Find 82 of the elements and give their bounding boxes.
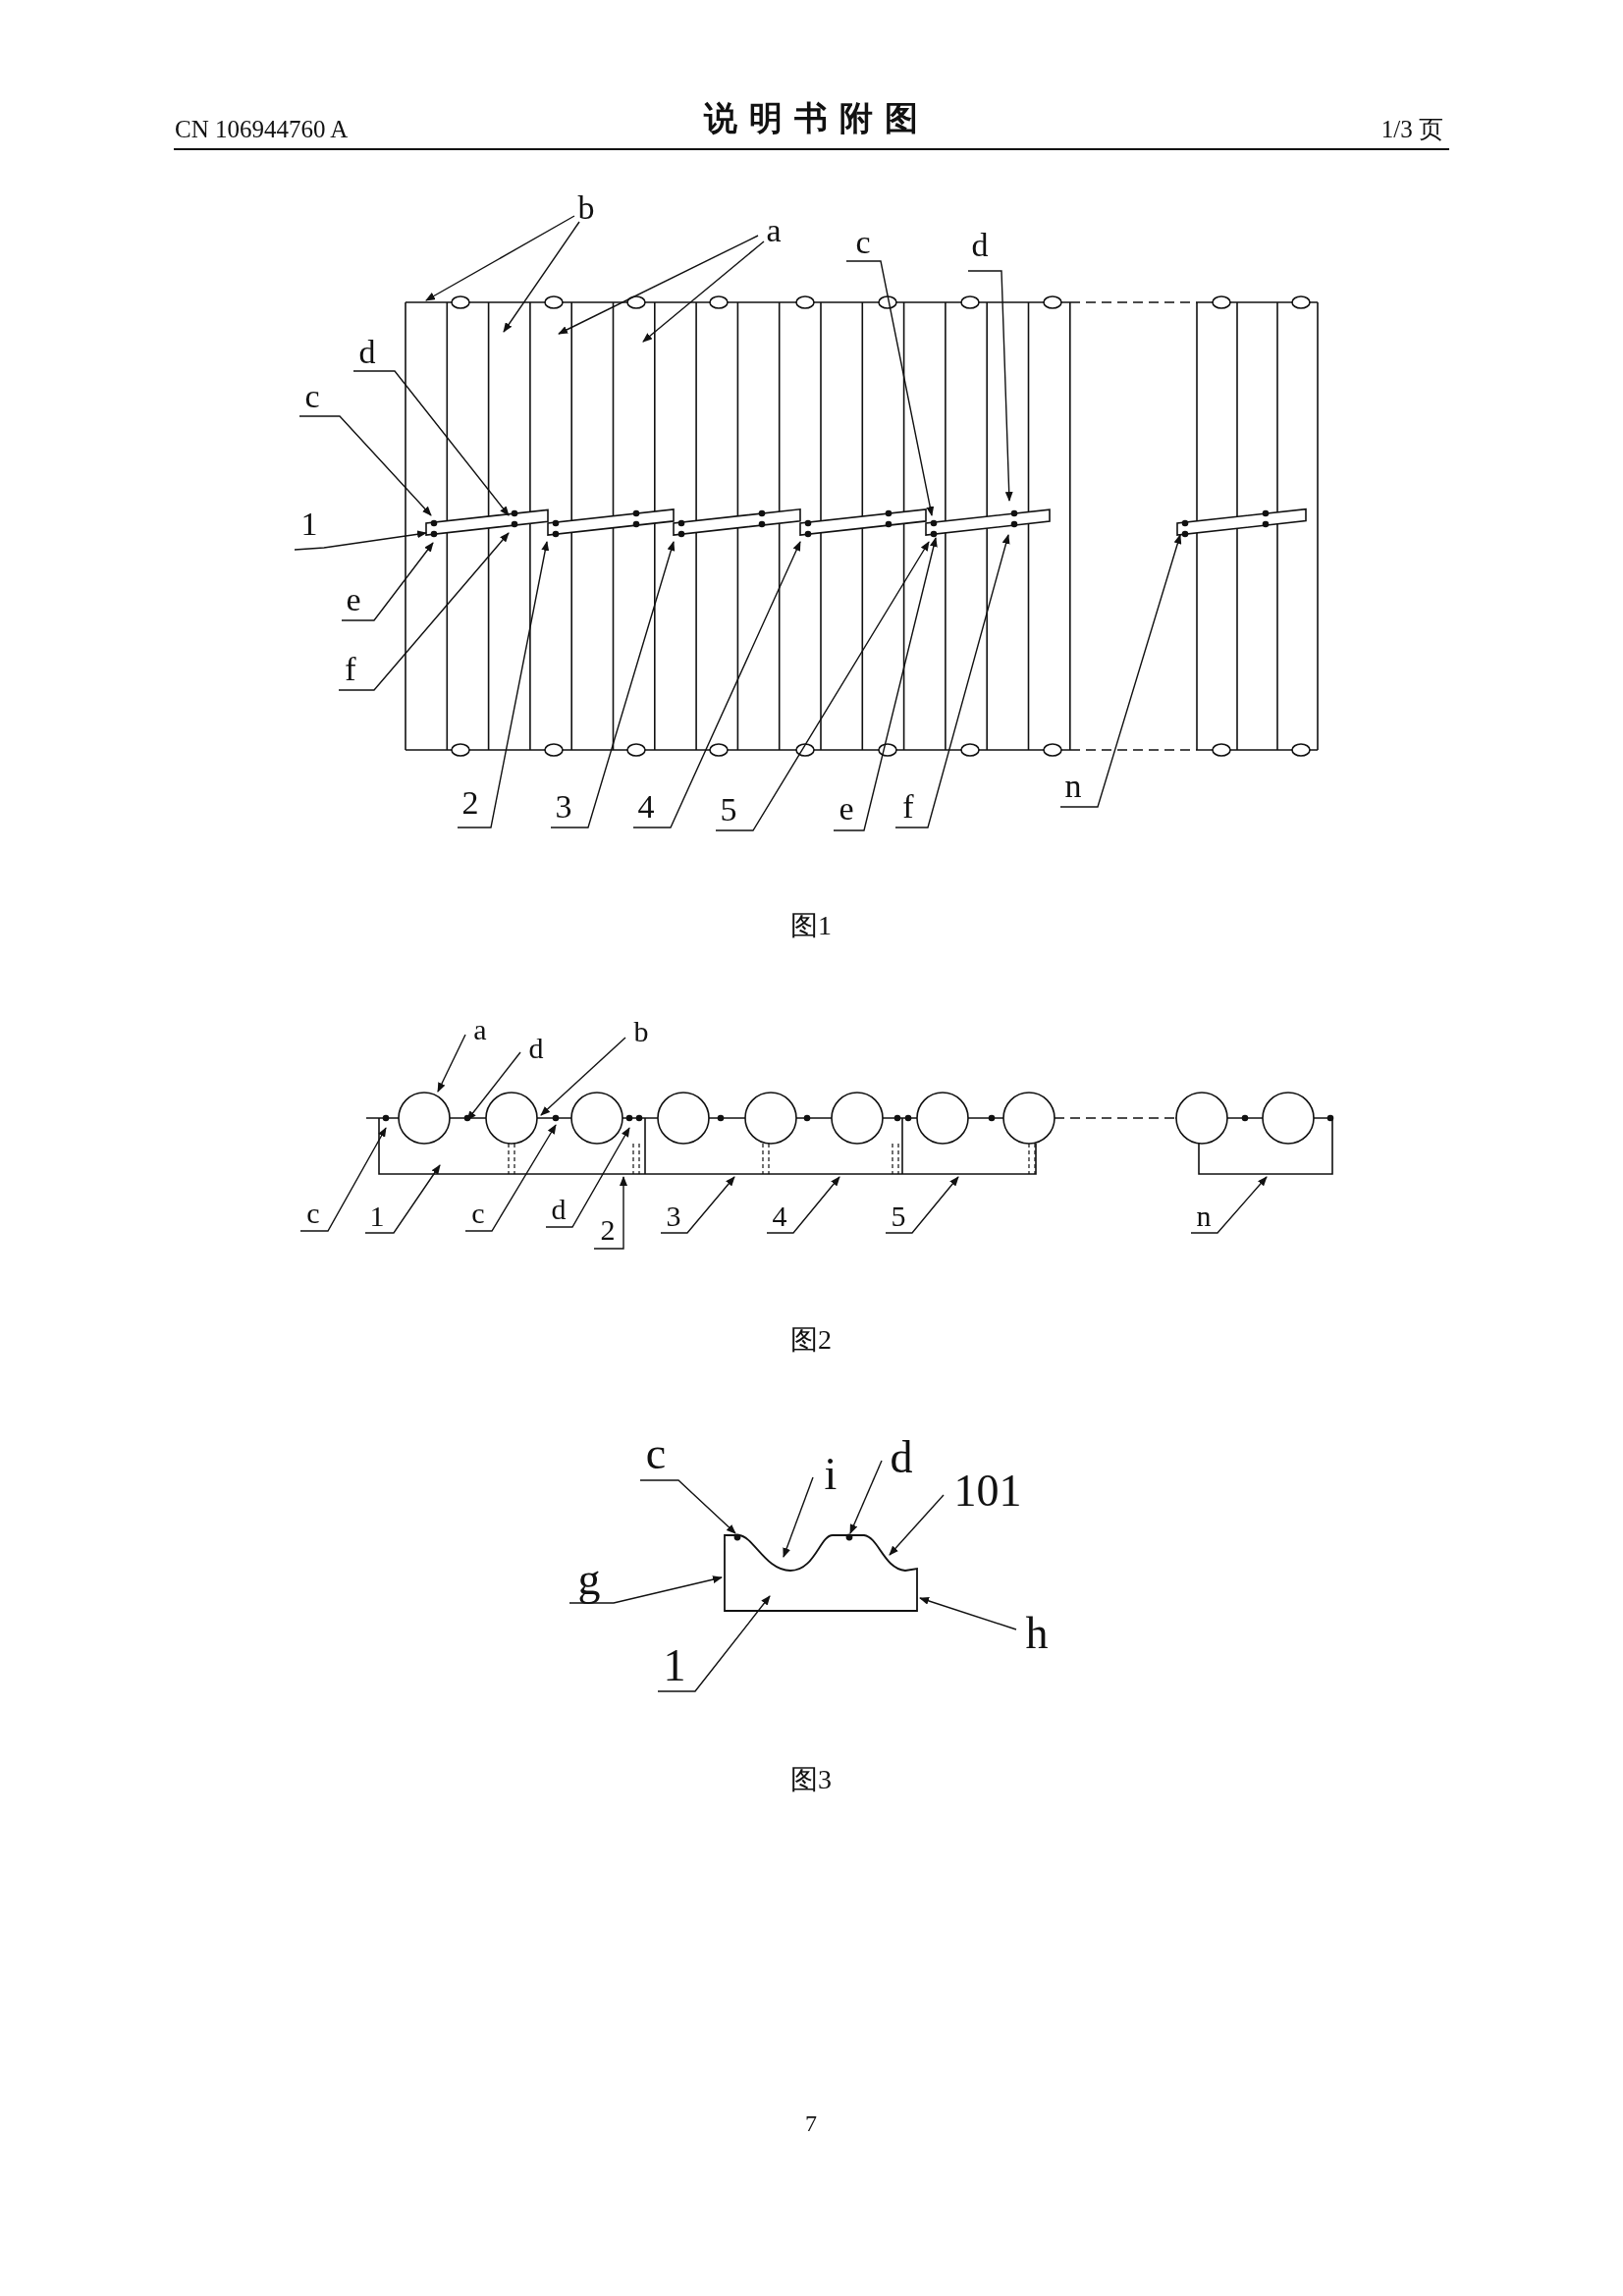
leader-line	[639, 1479, 736, 1534]
leader-line	[919, 1597, 1017, 1630]
page-number: 7	[805, 2111, 817, 2135]
figure-caption: 图3	[790, 1766, 832, 1793]
leader-line	[466, 1051, 521, 1121]
leader-line	[660, 1176, 735, 1234]
leader-line	[545, 1127, 630, 1228]
leader-line	[364, 1164, 441, 1234]
leader-line	[425, 215, 575, 301]
callout-label: b	[577, 191, 595, 225]
callout-label: d	[971, 229, 989, 262]
leader-line	[642, 240, 765, 343]
leader-line	[885, 1176, 959, 1234]
callout-label: c	[645, 1431, 667, 1476]
leader-line	[783, 1476, 814, 1558]
strip-profile-drawing	[724, 1533, 918, 1612]
callout-label: 2	[461, 786, 479, 820]
leader-line	[894, 534, 1010, 828]
callout-label: n	[1064, 770, 1082, 803]
callout-label: 1	[663, 1643, 686, 1688]
leader-line	[298, 415, 432, 516]
callout-label: d	[358, 336, 376, 369]
figure-caption: 图1	[790, 912, 832, 939]
callout-label: e	[839, 792, 854, 826]
callout-label: d	[551, 1195, 567, 1224]
leader-line	[1059, 534, 1182, 808]
callout-label: g	[577, 1557, 601, 1602]
leader-line	[766, 1176, 840, 1234]
page-title: 说 明 书 附 图	[704, 101, 918, 134]
callout-label: 5	[720, 793, 737, 827]
callout-label: n	[1196, 1201, 1212, 1231]
leader-line	[845, 260, 935, 516]
leader-line	[715, 541, 930, 831]
callout-label: f	[345, 653, 356, 686]
callout-label: h	[1025, 1611, 1049, 1656]
leader-line	[503, 221, 580, 333]
callout-label: c	[304, 380, 320, 413]
callout-label: 1	[369, 1201, 385, 1231]
callout-label: b	[633, 1017, 649, 1046]
leader-line	[457, 541, 550, 828]
leader-line	[550, 541, 676, 828]
leader-line	[558, 235, 759, 335]
callout-label: a	[473, 1015, 487, 1044]
callout-label: d	[528, 1034, 544, 1063]
callout-label: i	[824, 1452, 838, 1497]
callout-label: 3	[555, 790, 572, 824]
callout-label: 5	[891, 1201, 906, 1231]
leader-line	[540, 1037, 626, 1116]
callout-label: 4	[637, 790, 655, 824]
callout-label: e	[346, 583, 361, 616]
leader-line	[833, 537, 938, 831]
leader-line	[299, 1127, 387, 1232]
callout-label: c	[471, 1199, 485, 1228]
cross-section-drawing	[365, 1092, 1334, 1175]
callout-label: c	[855, 226, 871, 259]
leader-line	[568, 1575, 723, 1604]
callout-label: 3	[666, 1201, 681, 1231]
leader-line	[593, 1176, 627, 1250]
callout-label: f	[902, 790, 914, 824]
leader-line	[849, 1460, 883, 1534]
corrugated-pipe-drawing	[405, 295, 1319, 757]
callout-label: 1	[300, 507, 318, 541]
patent-number: CN 106944760 A	[175, 116, 349, 141]
callout-label: a	[766, 214, 782, 247]
leader-line	[437, 1034, 466, 1093]
callout-label: 101	[953, 1468, 1022, 1514]
callout-label: c	[306, 1199, 320, 1228]
leader-line	[657, 1595, 771, 1692]
leader-line	[632, 541, 801, 828]
leader-line	[464, 1124, 557, 1232]
leader-line	[889, 1494, 945, 1556]
leader-line	[294, 530, 427, 551]
callout-label: d	[890, 1435, 913, 1480]
leader-line	[352, 370, 510, 516]
page-count: 1/3 页	[1380, 116, 1443, 141]
callout-label: 4	[772, 1201, 787, 1231]
leader-line	[341, 542, 434, 621]
leader-line	[967, 270, 1013, 502]
leader-line	[338, 532, 510, 691]
leader-line	[1190, 1176, 1268, 1234]
callout-label: 2	[600, 1215, 616, 1245]
figure-caption: 图2	[790, 1326, 832, 1354]
